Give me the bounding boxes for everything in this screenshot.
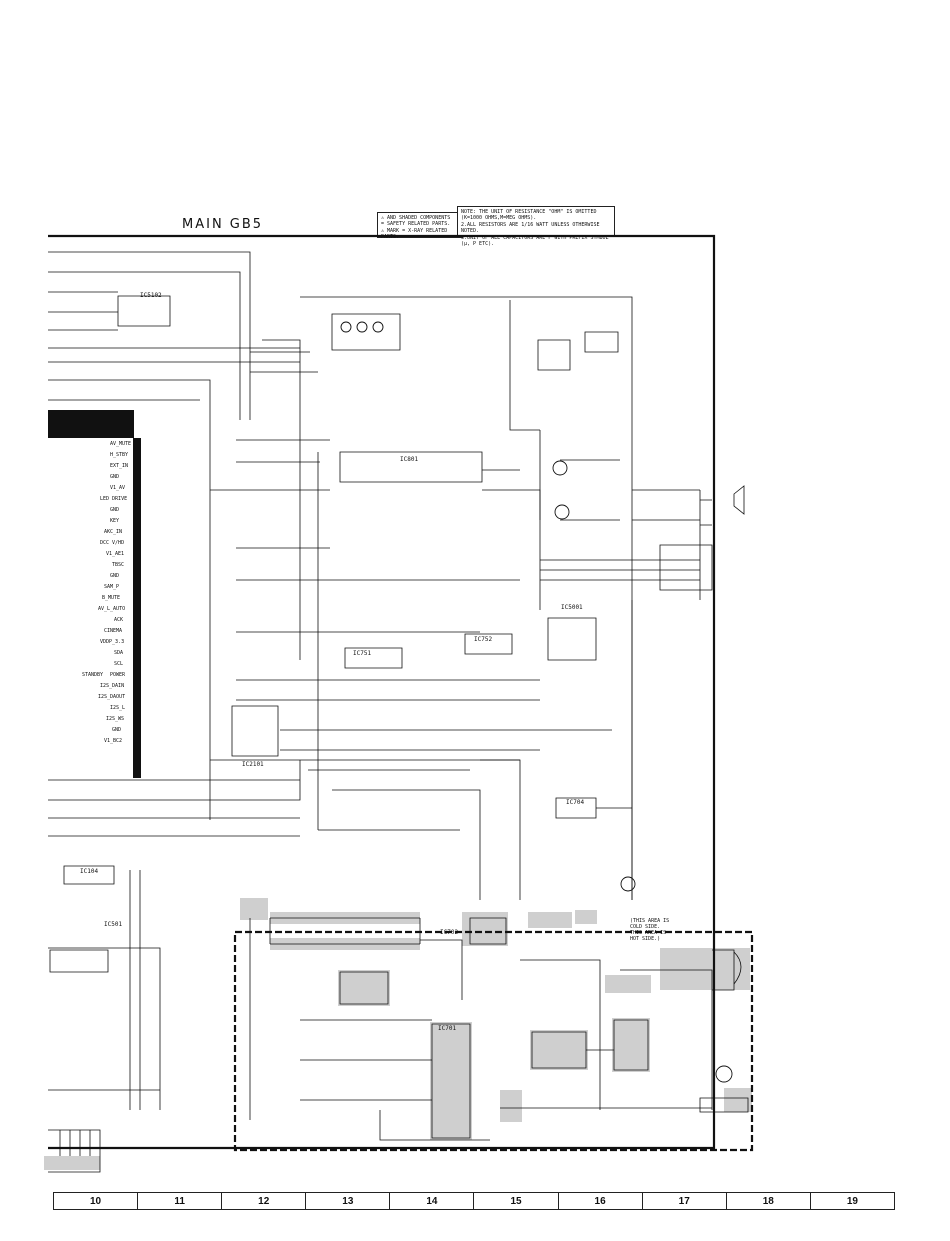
grid-column-label: 11 (137, 1193, 221, 1209)
hot-note-line: THIS AREA IS (630, 930, 667, 936)
pin-label: I2S_WS (106, 716, 125, 722)
grid-column-label: 18 (725, 1193, 810, 1209)
ic-label-ic5001: IC5001 (561, 604, 583, 611)
ic-label-ic752: IC752 (474, 636, 493, 643)
pin-label: AKC_IN (104, 529, 123, 535)
ic-label-ic5102: IC5102 (140, 292, 162, 299)
pin-label: SCL (114, 661, 124, 667)
pin-label: KEY (110, 518, 120, 524)
pin-label: EXT_IN (110, 463, 129, 469)
pin-label: V1_AE1 (106, 551, 125, 557)
pin-label: VDDP_3.3 (100, 639, 125, 645)
general-note-line: (K=1000 OHMS,M=MEG OHMS). (461, 215, 537, 222)
pin-label: DCC V/HD (100, 540, 125, 546)
pin-label: I2S_DAIN (100, 683, 125, 689)
ic-label-ic751: IC751 (353, 650, 372, 657)
pin-label: I2S_DAOUT (98, 694, 126, 700)
pin-label: V1_AV (110, 485, 126, 491)
pin-label: SDA (114, 650, 124, 656)
pin-label: AV_L_AUTO (98, 606, 126, 612)
pin-label: H_STBY (110, 452, 129, 458)
general-note-line: (μ, P ETC). (461, 241, 495, 248)
pin-label: POWER (110, 672, 126, 678)
grid-reference-bar: 10 11 12 13 14 15 16 17 18 19 (53, 1192, 895, 1210)
ic-label-ic702: IC702 (440, 929, 459, 936)
grid-column-label: 15 (473, 1193, 557, 1209)
hot-note-line: COLD SIDE. (630, 924, 661, 930)
general-note-line: 3.UNIT OF ALL CAPACITORS ARE F WITH PREF… (461, 234, 609, 241)
grid-column-label: 12 (221, 1193, 305, 1209)
safety-note-line: = SAFETY RELATED PARTS. (381, 221, 451, 228)
diagram-title: MAIN GB5 (182, 217, 264, 232)
pin-label: SAM_P (104, 584, 120, 590)
grid-column-label: 14 (389, 1193, 473, 1209)
pin-label: LED DRIVE (100, 496, 128, 502)
general-note-line: NOTE: THE UNIT OF RESISTANCE "OHM" IS OM… (461, 209, 597, 215)
ic-label-ic801: IC801 (400, 456, 419, 463)
pin-label: ACK (114, 617, 124, 623)
grid-column-label: 16 (557, 1193, 642, 1209)
safety-note-line: ⚠ MARK = X-RAY RELATED PARTS. (381, 227, 448, 241)
hot-note-line: HOT SIDE.) (630, 936, 661, 942)
pin-label: GND (112, 727, 122, 733)
pin-label: I2S_L (110, 705, 126, 711)
pin-label: GND (110, 474, 120, 480)
grid-column-label: 17 (641, 1193, 726, 1209)
safety-note-line: ⚠ AND SHADED COMPONENTS (381, 215, 451, 221)
pin-label: CINEMA (104, 628, 123, 634)
grid-column-label: 10 (89, 1195, 102, 1207)
grid-column-label: 13 (305, 1193, 389, 1209)
general-note-line: 2.ALL RESISTORS ARE 1/16 WATT UNLESS OTH… (461, 221, 600, 235)
pin-label: GND (110, 573, 120, 579)
ic-label-ic704: IC704 (566, 799, 585, 806)
hot-note-line: (THIS AREA IS (630, 918, 670, 924)
ic-label-ic701: IC701 (438, 1025, 457, 1032)
pin-label: B_MUTE (102, 595, 121, 601)
pin-label: AV_MUTE (110, 441, 132, 447)
hot-cold-side-note: (THIS AREA IS COLD SIDE. THIS AREA IS HO… (630, 918, 669, 942)
grid-column-label: 19 (809, 1193, 894, 1209)
pin-label: V1_BC2 (104, 738, 123, 744)
pin-label: GND (110, 507, 120, 513)
ic-label-ic2101: IC2101 (242, 761, 264, 768)
ic-label-ic501: IC501 (104, 921, 123, 928)
pin-label: TBSC (112, 562, 125, 568)
pin-label: STANDBY (82, 672, 104, 678)
ic-label-ic104: IC104 (80, 868, 99, 875)
